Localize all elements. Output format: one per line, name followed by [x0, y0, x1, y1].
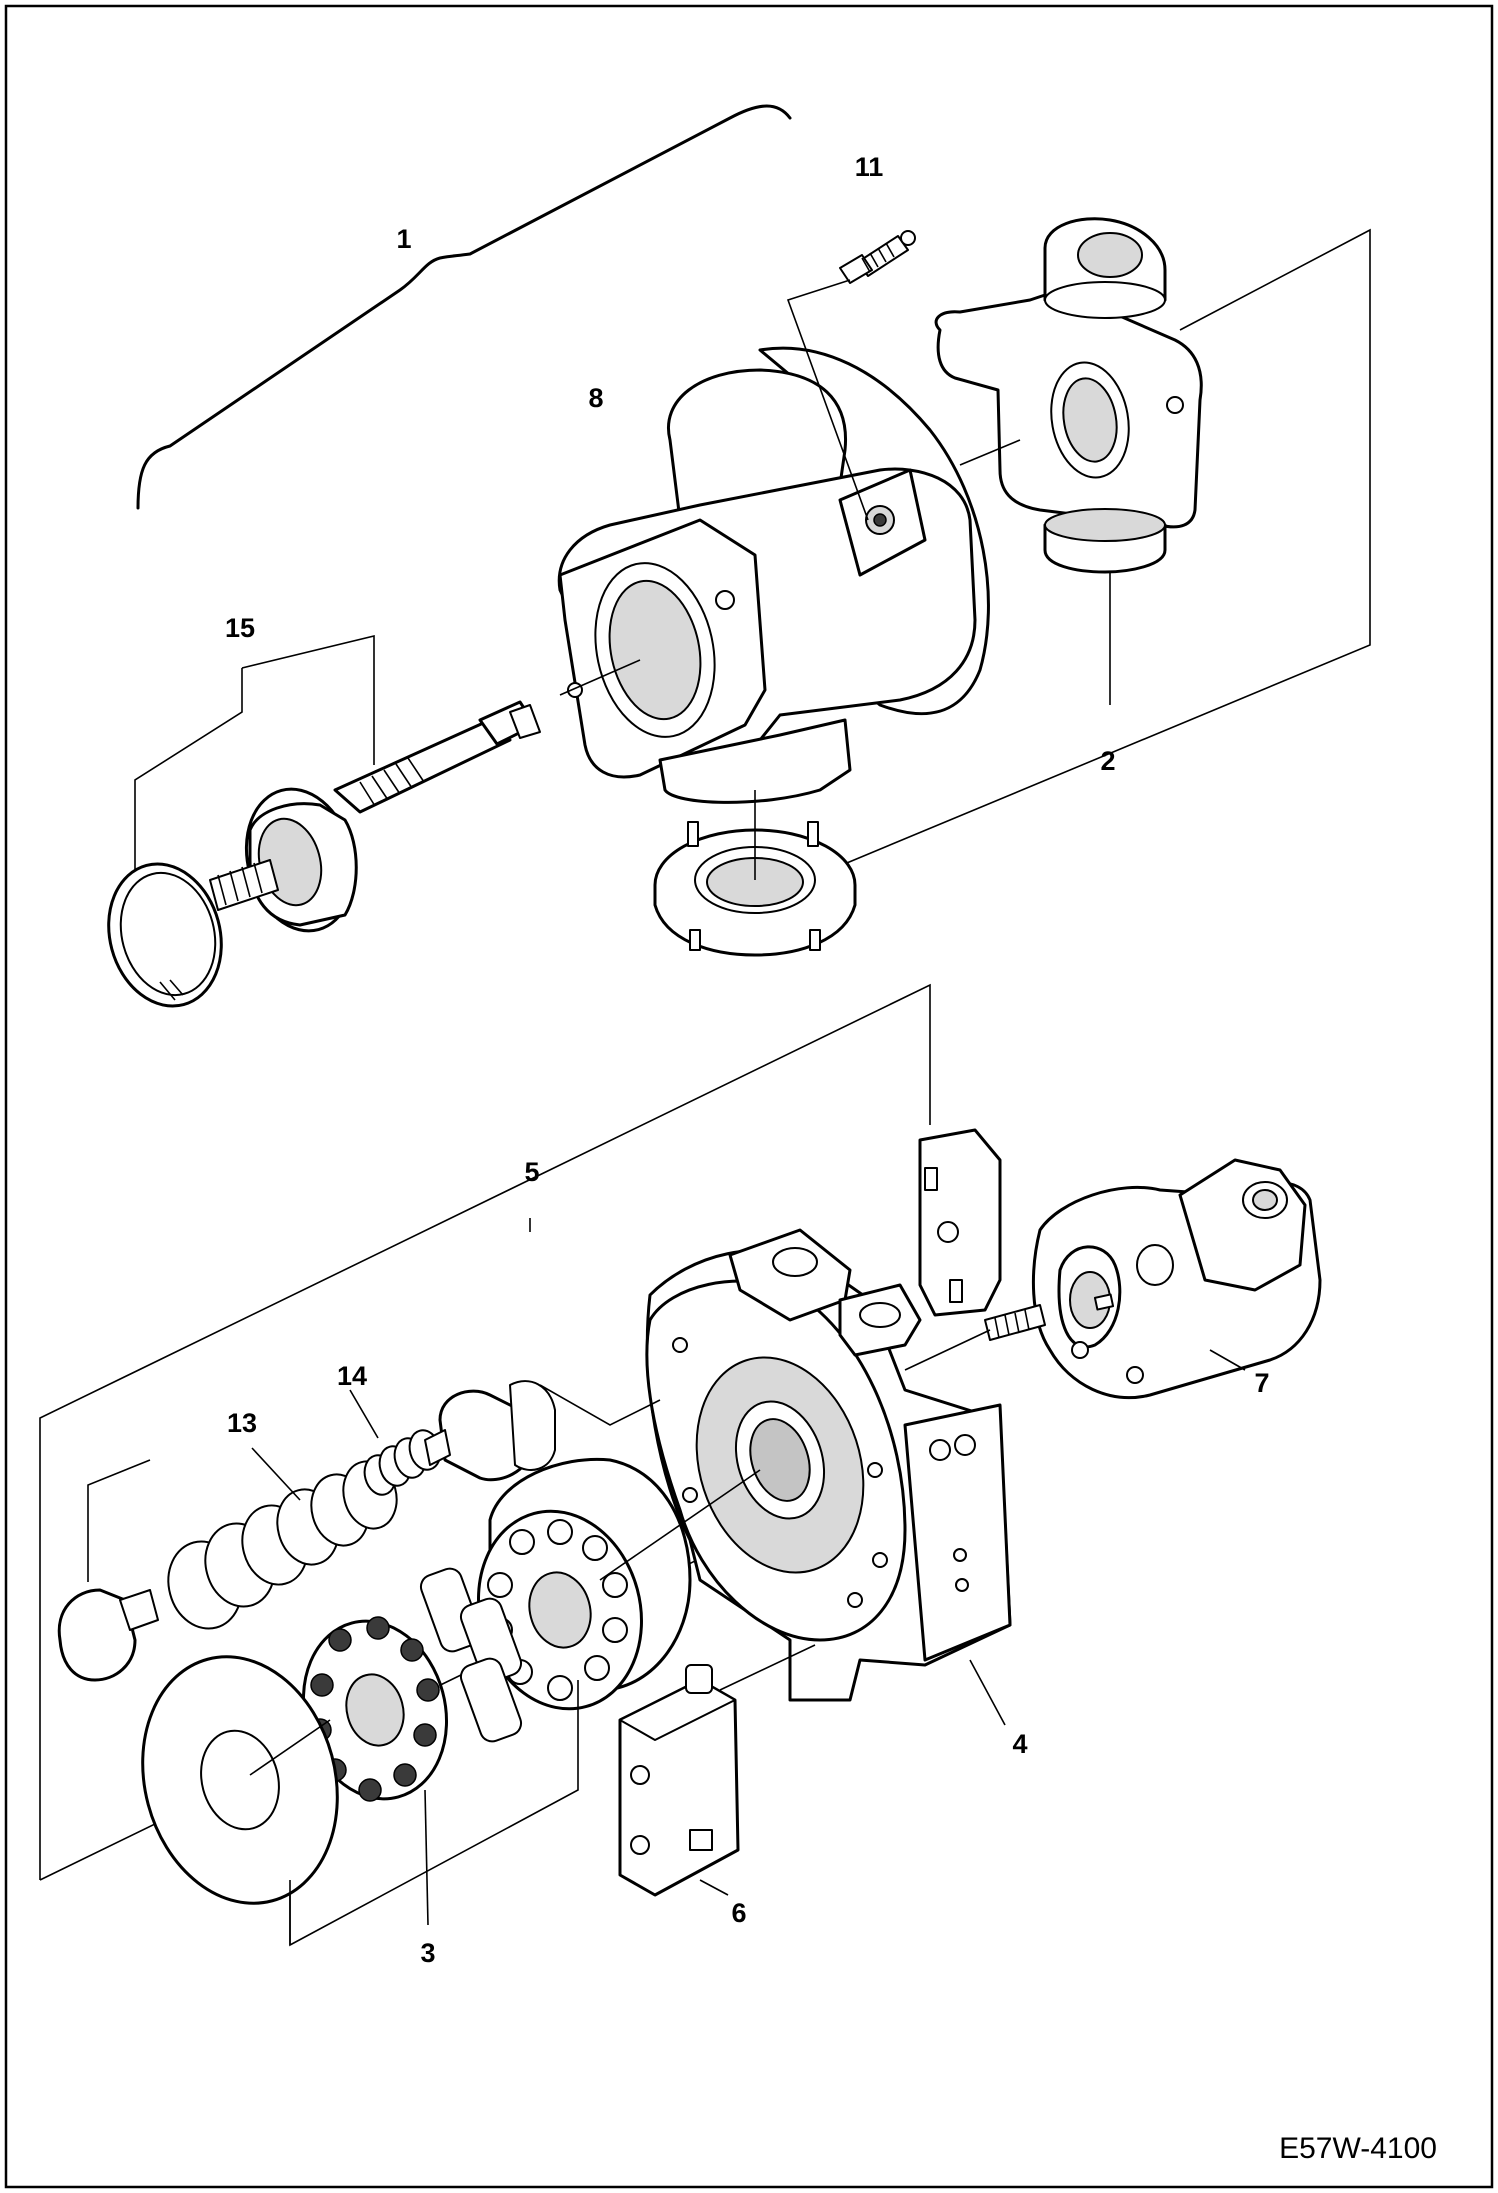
callout-5: 5 [524, 1157, 539, 1187]
callout-2: 2 [1100, 746, 1115, 776]
diagram-frame [4, 4, 1494, 2189]
reference-code: E57W-4100 [1279, 2132, 1437, 2165]
part-spring-seat [57, 1588, 159, 1682]
callout-6: 6 [731, 1898, 746, 1928]
leader-5-outer [39, 983, 931, 1880]
part-5-end-block [918, 1128, 1002, 1317]
part-15-shaft [209, 700, 541, 933]
leader-14 [349, 1389, 379, 1439]
callout-4: 4 [1012, 1729, 1027, 1759]
callout-7: 7 [1254, 1368, 1269, 1398]
part-8-housing [557, 346, 990, 804]
leader-15-left [134, 668, 243, 870]
leader-15-top [241, 634, 375, 765]
leader-3-plate-center [249, 1719, 331, 1776]
leader-7-shaft [904, 1329, 991, 1371]
leader-6b [719, 1644, 816, 1691]
callout-14: 14 [337, 1361, 367, 1391]
leader-6 [699, 1879, 729, 1896]
leader-4 [969, 1659, 1006, 1726]
leader-seat [87, 1459, 151, 1582]
callout-1: 1 [396, 224, 411, 254]
part-7-gear-pump [984, 1158, 1322, 1400]
leader-2b [829, 228, 1371, 871]
part-2-yoke [934, 217, 1203, 574]
part-4-pump-housing [645, 1228, 1012, 1702]
part-servo-piston [424, 1380, 556, 1482]
part-3-thrust-plate [141, 1655, 339, 1905]
leader-2c [959, 439, 1021, 466]
part-6-solenoid-block [618, 1664, 740, 1897]
callout-11: 11 [855, 152, 884, 182]
leader-3-pistons [424, 1789, 429, 1926]
part-15-snap-ring [107, 862, 223, 1008]
callout-8: 8 [588, 383, 603, 413]
leader-servo [539, 1384, 661, 1426]
leader-15-center [559, 659, 641, 696]
callout-13: 13 [227, 1408, 257, 1438]
leader-13 [251, 1447, 301, 1501]
part-13-spring [167, 1460, 398, 1630]
leader-7 [1209, 1349, 1246, 1371]
leader-11 [786, 279, 869, 521]
leader-3-center [599, 1469, 761, 1581]
group-1-brace [136, 104, 792, 510]
callout-3: 3 [420, 1938, 435, 1968]
part-11-grease-nipple [839, 230, 916, 284]
callout-15: 15 [225, 613, 255, 643]
